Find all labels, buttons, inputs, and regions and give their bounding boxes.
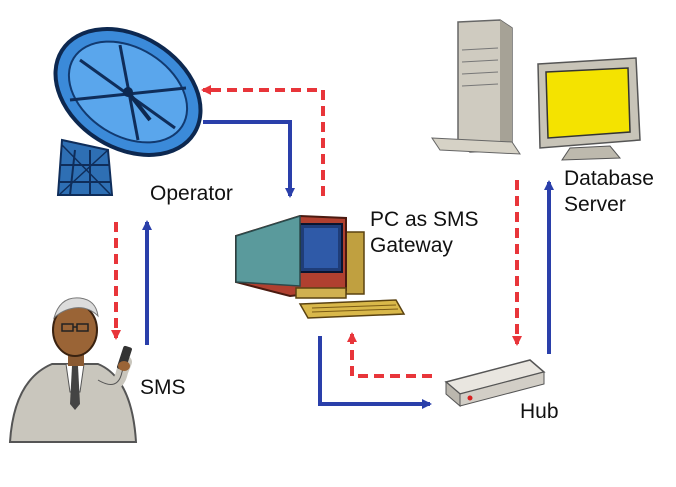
sms-label: SMS: [140, 376, 186, 399]
arrow-gateway-to-operator: [201, 85, 325, 196]
gateway-label-line2: Gateway: [370, 234, 453, 257]
hub-label: Hub: [520, 400, 559, 423]
database-label-line1: Database: [564, 167, 654, 190]
arrow-hub-to-gateway: [347, 332, 432, 378]
database-label-line2: Server: [564, 193, 626, 216]
satellite-dish-icon: [53, 27, 203, 196]
arrow-gateway-to-hub: [318, 336, 432, 409]
gateway-label-line1: PC as SMS: [370, 208, 479, 231]
server-computer-icon: [431, 19, 641, 161]
network-hub-icon: [444, 359, 546, 408]
arrow-operator-to-gateway: [203, 120, 295, 198]
man-with-phone-icon: [8, 297, 138, 443]
operator-label: Operator: [150, 182, 233, 205]
desktop-pc-icon: [235, 214, 406, 319]
